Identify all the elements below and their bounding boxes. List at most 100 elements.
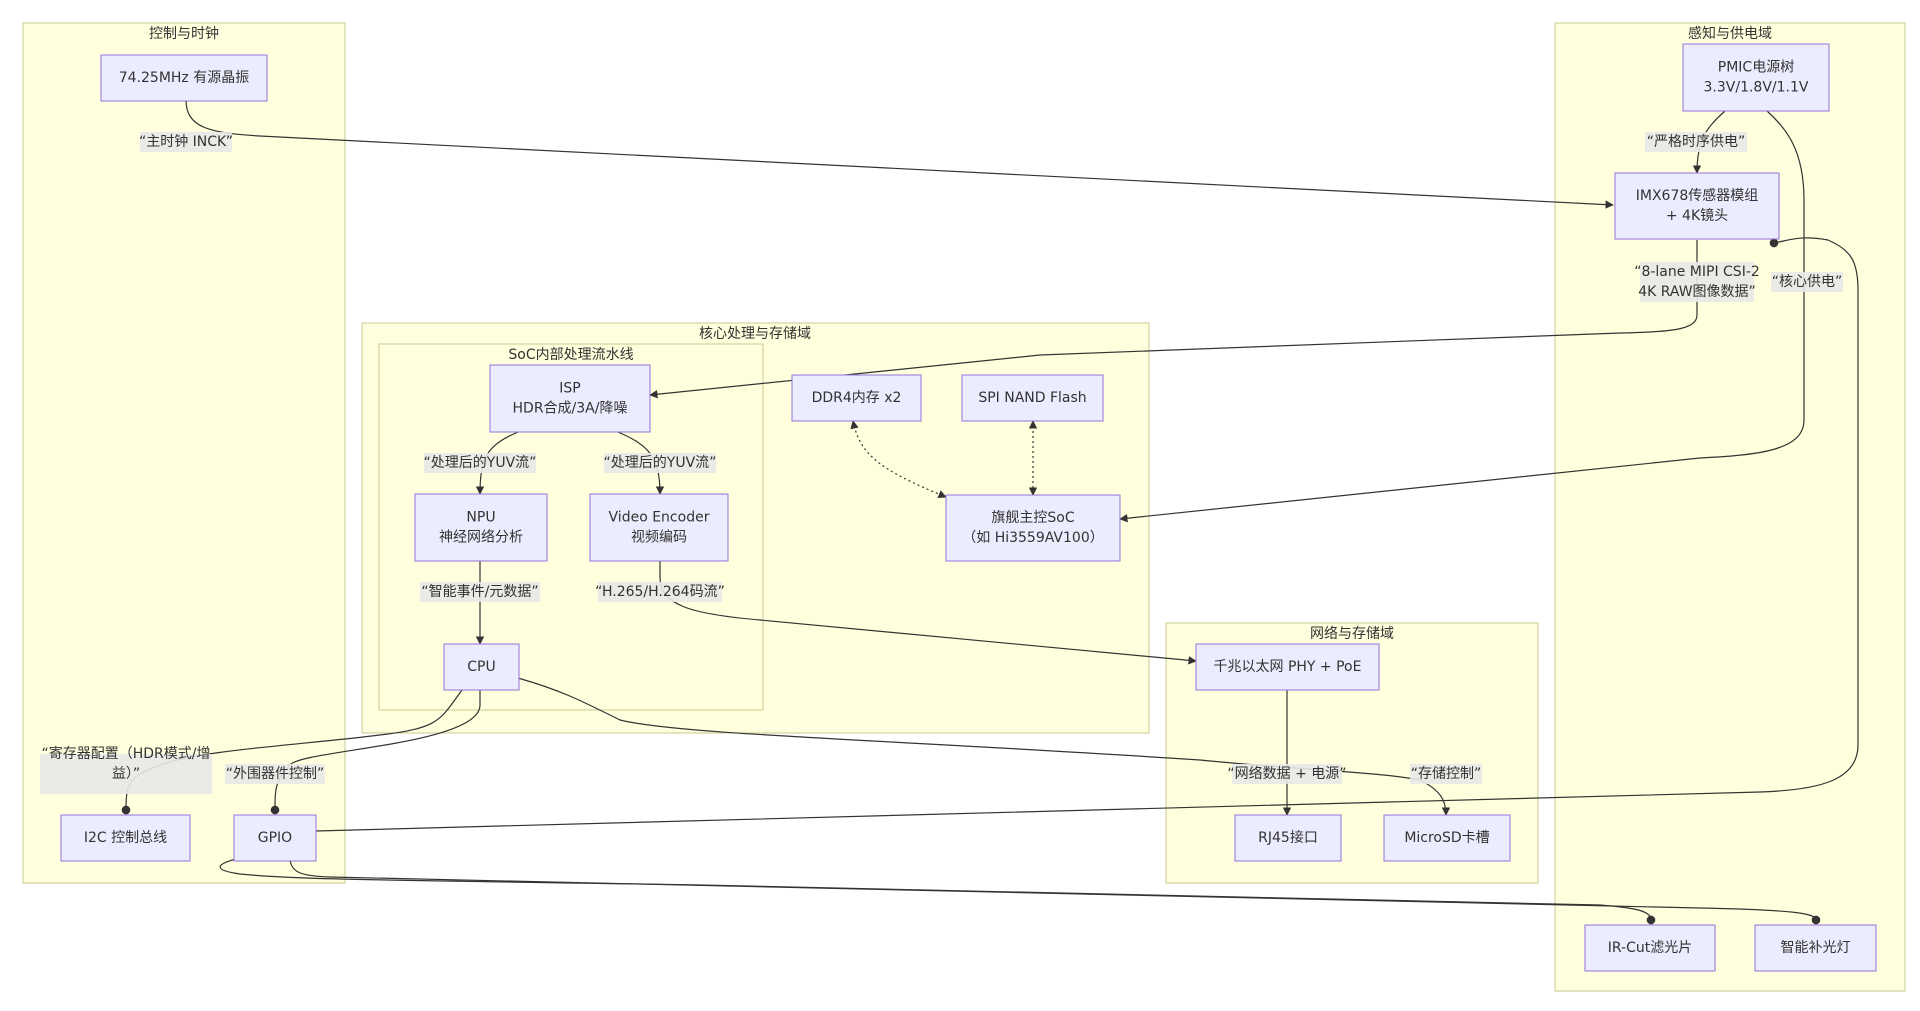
- label-line: “处理后的YUV流”: [424, 455, 537, 471]
- label-line: 旗舰主控SoC: [991, 510, 1074, 526]
- node-video-encoder-label: Video Encoder 视频编码: [609, 510, 710, 546]
- label-line: + 4K镜头: [1666, 208, 1728, 224]
- node-sensor[interactable]: IMX678传感器模组 + 4K镜头: [1614, 172, 1780, 240]
- node-ddr[interactable]: DDR4内存 x2: [791, 374, 922, 422]
- label-line: Video Encoder: [609, 510, 710, 526]
- edge-label-peripheral-control: “外围器件控制”: [225, 764, 325, 784]
- node-rj45[interactable]: RJ45接口: [1234, 814, 1342, 862]
- edge-osc-sensor: [185, 99, 1614, 209]
- label-line: “8-lane MIPI CSI-2: [1634, 264, 1760, 280]
- node-soc-label: 旗舰主控SoC （如 Hi3559AV100）: [962, 510, 1103, 546]
- edge-label-inck: “主时钟 INCK”: [139, 132, 233, 152]
- label-line: SPI NAND Flash: [978, 390, 1086, 406]
- label-line: 74.25MHz 有源晶振: [119, 70, 249, 86]
- node-i2c-bus[interactable]: I2C 控制总线: [60, 814, 191, 862]
- node-rj45-label: RJ45接口: [1258, 829, 1318, 846]
- edge-label-core-power: “核心供电”: [1771, 272, 1843, 292]
- edge-cpu-gpio: [270, 690, 481, 815]
- node-ir-cut[interactable]: IR-Cut滤光片: [1584, 924, 1716, 972]
- svg-text:“H.265/H.264码流”: “H.265/H.264码流”: [595, 584, 725, 600]
- edge-gpio-led: [289, 859, 1821, 925]
- label-line: DDR4内存 x2: [812, 390, 902, 406]
- node-gpio-label: GPIO: [258, 830, 292, 846]
- svg-text:“处理后的YUV流”: “处理后的YUV流”: [424, 455, 537, 471]
- label-line: “存储控制”: [1411, 766, 1482, 782]
- edge-label-register-config: “寄存器配置（HDR模式/增益）”: [40, 745, 212, 794]
- node-pmic[interactable]: PMIC电源树 3.3V/1.8V/1.1V: [1682, 43, 1830, 112]
- node-cpu[interactable]: CPU: [443, 643, 520, 691]
- node-soc[interactable]: 旗舰主控SoC （如 Hi3559AV100）: [945, 494, 1121, 562]
- label-line: GPIO: [258, 830, 292, 846]
- label-line: “网络数据 + 电源”: [1227, 766, 1346, 782]
- label-line: 4K RAW图像数据”: [1638, 284, 1756, 300]
- edge-label-power-sequence: “严格时序供电”: [1645, 132, 1747, 152]
- edges: [121, 99, 1859, 925]
- label-line: “寄存器配置（HDR模式/增: [41, 745, 210, 762]
- node-oscillator[interactable]: 74.25MHz 有源晶振: [100, 54, 268, 102]
- label-line: “外围器件控制”: [226, 766, 325, 782]
- svg-text:“寄存器配置（HDR模式/增益）”: “寄存器配置（HDR模式/增益）”: [41, 745, 210, 782]
- node-video-encoder[interactable]: Video Encoder 视频编码: [589, 493, 729, 562]
- label-line: 千兆以太网 PHY + PoE: [1214, 659, 1362, 675]
- svg-text:“存储控制”: “存储控制”: [1411, 766, 1482, 782]
- node-pmic-label: PMIC电源树 3.3V/1.8V/1.1V: [1704, 60, 1809, 96]
- cluster-control-clock-title: 控制与时钟: [149, 25, 219, 42]
- node-fill-light-label: 智能补光灯: [1781, 940, 1851, 956]
- node-fill-light[interactable]: 智能补光灯: [1754, 924, 1877, 972]
- edge-gpio-sensor-power: [315, 237, 1859, 832]
- node-ethernet-phy-label: 千兆以太网 PHY + PoE: [1214, 659, 1362, 675]
- svg-text:“智能事件/元数据”: “智能事件/元数据”: [421, 584, 538, 600]
- node-flash[interactable]: SPI NAND Flash: [961, 374, 1104, 422]
- svg-text:“8-lane MIPI CSI-24K RAW图像数据”: “8-lane MIPI CSI-2 4K RAW图像数据”: [1634, 264, 1760, 300]
- svg-text:“网络数据 + 电源”: “网络数据 + 电源”: [1227, 766, 1346, 782]
- label-line: 益）”: [112, 766, 140, 782]
- label-line: “严格时序供电”: [1647, 134, 1746, 150]
- label-line: I2C 控制总线: [84, 830, 167, 846]
- label-line: CPU: [467, 659, 495, 675]
- edge-labels: “主时钟 INCK” “严格时序供电” “8-lane MIPI CSI-2 4K…: [40, 132, 1843, 794]
- edge-sensor-isp: [649, 240, 1698, 399]
- edge-label-yuv-encoder: “处理后的YUV流”: [604, 453, 717, 473]
- node-cpu-label: CPU: [467, 659, 495, 675]
- edge-gpio-ircut: [219, 857, 1656, 925]
- label-line: “核心供电”: [1772, 274, 1843, 290]
- label-line: “智能事件/元数据”: [421, 584, 538, 600]
- node-oscillator-label: 74.25MHz 有源晶振: [119, 70, 249, 86]
- edge-label-mipi: “8-lane MIPI CSI-2 4K RAW图像数据”: [1634, 262, 1760, 302]
- node-flash-label: SPI NAND Flash: [978, 390, 1086, 406]
- cluster-control-clock: 控制与时钟: [22, 22, 346, 884]
- label-line: （如 Hi3559AV100）: [962, 530, 1103, 546]
- label-line: IR-Cut滤光片: [1608, 940, 1692, 956]
- cluster-network-storage-title: 网络与存储域: [1310, 626, 1394, 642]
- label-line: 视频编码: [631, 530, 687, 546]
- edge-label-network-power: “网络数据 + 电源”: [1227, 764, 1347, 784]
- label-line: MicroSD卡槽: [1404, 830, 1489, 846]
- svg-text:“外围器件控制”: “外围器件控制”: [226, 766, 325, 782]
- label-line: 3.3V/1.8V/1.1V: [1704, 80, 1809, 96]
- svg-text:“处理后的YUV流”: “处理后的YUV流”: [604, 455, 717, 471]
- label-line: “处理后的YUV流”: [604, 455, 717, 471]
- label-line: “H.265/H.264码流”: [595, 584, 725, 600]
- label-line: PMIC电源树: [1718, 60, 1794, 76]
- edge-venc-phy: [659, 561, 1197, 665]
- edge-label-storage-control: “存储控制”: [1410, 764, 1482, 784]
- label-line: 智能补光灯: [1781, 940, 1851, 956]
- node-ir-cut-label: IR-Cut滤光片: [1608, 940, 1692, 956]
- node-ethernet-phy[interactable]: 千兆以太网 PHY + PoE: [1195, 643, 1380, 691]
- node-microsd[interactable]: MicroSD卡槽: [1383, 814, 1511, 862]
- label-line: IMX678传感器模组: [1636, 187, 1759, 204]
- label-line: ISP: [559, 381, 580, 397]
- label-line: NPU: [466, 510, 495, 526]
- edge-label-events: “智能事件/元数据”: [420, 582, 540, 602]
- label-line: “主时钟 INCK”: [139, 133, 233, 150]
- node-i2c-bus-label: I2C 控制总线: [84, 830, 167, 846]
- svg-text:“严格时序供电”: “严格时序供电”: [1647, 134, 1746, 150]
- svg-text:“核心供电”: “核心供电”: [1772, 274, 1843, 290]
- node-gpio[interactable]: GPIO: [233, 814, 317, 862]
- label-line: RJ45接口: [1258, 829, 1318, 846]
